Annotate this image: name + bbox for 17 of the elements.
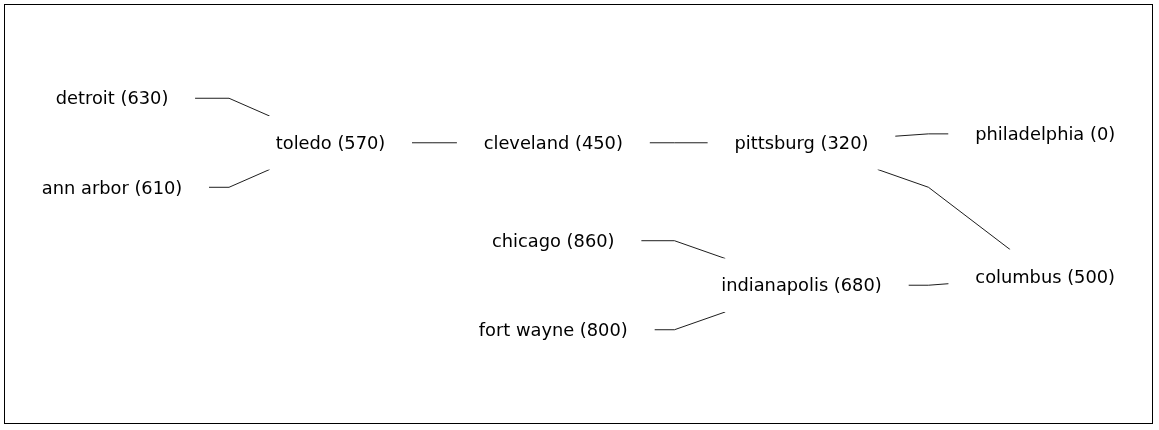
connector [654, 311, 726, 331]
node-text: cleveland (450) [483, 132, 623, 154]
node-text: detroit (630) [55, 87, 169, 109]
connector [194, 97, 271, 117]
connector [894, 133, 949, 137]
connector [640, 240, 726, 259]
node-text: chicago (860) [492, 230, 615, 252]
node-text: indianapolis (680) [721, 274, 882, 296]
connector [908, 283, 950, 286]
node-text: columbus (500) [975, 265, 1116, 288]
node-text: pittsburg (320) [734, 132, 869, 154]
connector [877, 169, 1011, 251]
node-text: philadelphia (0) [975, 123, 1116, 145]
connector [208, 169, 271, 188]
node-text: fort wayne (800) [478, 319, 628, 341]
node-text: toledo (570) [275, 132, 386, 154]
node-text: ann arbor (610) [41, 176, 183, 198]
